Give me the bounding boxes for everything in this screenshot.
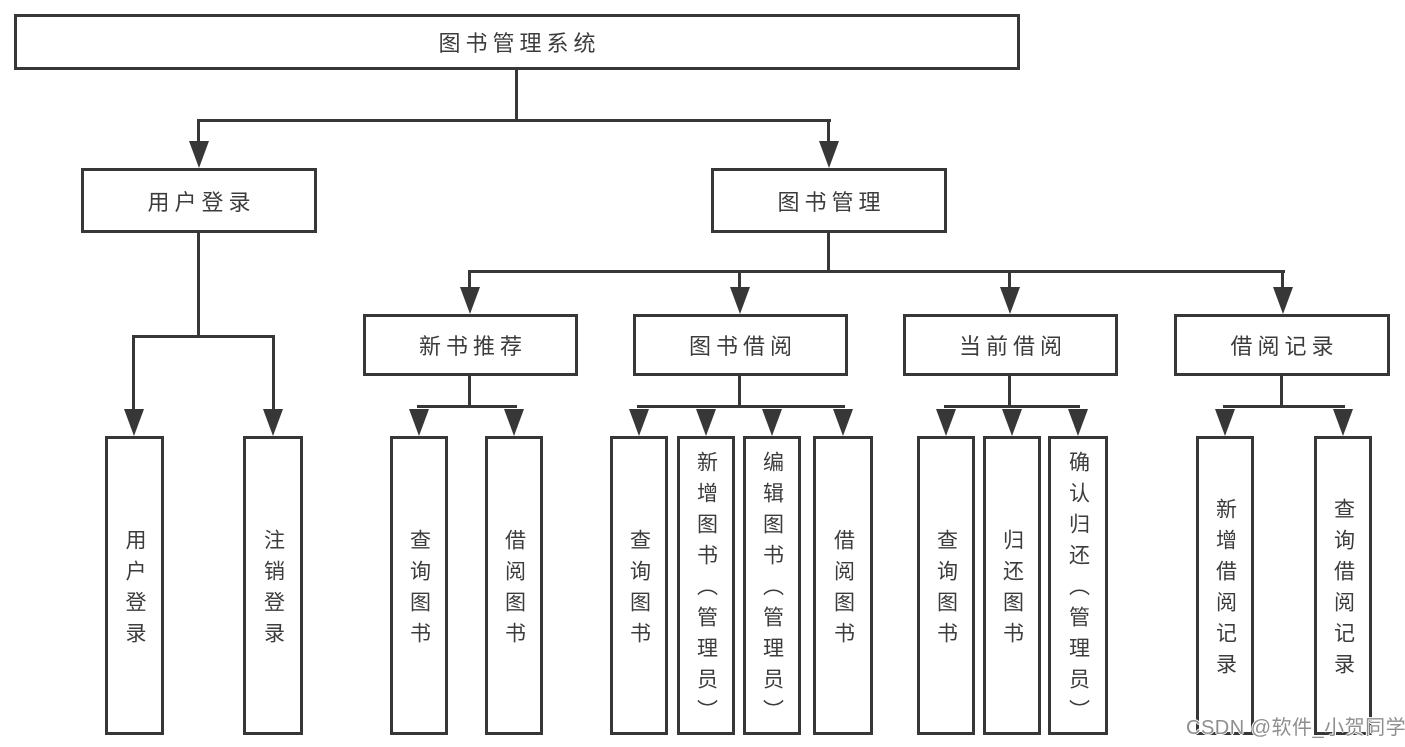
node-leaf-user-login-label: 用户登录 <box>123 528 146 653</box>
connector-line <box>468 376 471 408</box>
node-root-label: 图书管理系统 <box>438 31 601 56</box>
node-leaf-borrow-book-2-label: 借阅图书 <box>831 528 855 653</box>
connector-line <box>827 233 830 273</box>
node-leaf-edit-book-admin: 编辑图书（管理员） <box>743 436 801 735</box>
node-leaf-edit-book-admin-label: 编辑图书（管理员） <box>760 451 784 730</box>
node-leaf-logout: 注销登录 <box>243 436 303 735</box>
node-leaf-add-borrow-record: 新增借阅记录 <box>1196 436 1254 735</box>
connector-line <box>468 270 1285 273</box>
node-book-management-label: 图书管理 <box>777 189 886 215</box>
node-leaf-query-book-2: 查询图书 <box>610 436 668 735</box>
node-leaf-query-borrow-record: 查询借阅记录 <box>1314 436 1372 735</box>
node-leaf-add-book-admin-label: 新增图书（管理员） <box>694 451 718 730</box>
connector-line <box>197 233 200 338</box>
arrow-down-icon <box>263 409 283 436</box>
arrow-down-icon <box>696 409 716 436</box>
node-current-borrow-label: 当前借阅 <box>958 334 1067 359</box>
connector-line <box>132 335 275 338</box>
node-current-borrow: 当前借阅 <box>903 314 1118 376</box>
node-leaf-return-book-label: 归还图书 <box>1000 528 1024 653</box>
arrow-down-icon <box>189 141 209 168</box>
arrow-down-icon <box>762 409 782 436</box>
node-book-management: 图书管理 <box>711 168 947 233</box>
connector-line <box>1008 376 1011 408</box>
arrow-down-icon <box>936 409 956 436</box>
connector-line <box>944 405 1080 408</box>
arrow-down-icon <box>1333 409 1353 436</box>
node-borrow-records: 借阅记录 <box>1174 314 1390 376</box>
arrow-down-icon <box>1215 409 1235 436</box>
connector-line <box>827 119 830 145</box>
connector-line <box>272 335 275 411</box>
connector-line <box>197 119 200 145</box>
node-leaf-borrow-book-2: 借阅图书 <box>813 436 873 735</box>
node-leaf-logout-label: 注销登录 <box>261 528 285 653</box>
node-root: 图书管理系统 <box>14 14 1020 70</box>
connector-line <box>1280 376 1283 408</box>
arrow-down-icon <box>629 409 649 436</box>
node-leaf-add-borrow-record-label: 新增借阅记录 <box>1213 497 1237 684</box>
node-book-borrow: 图书借阅 <box>633 314 848 376</box>
arrow-down-icon <box>409 409 429 436</box>
node-leaf-query-book-1: 查询图书 <box>390 436 448 735</box>
arrow-down-icon <box>1002 409 1022 436</box>
node-leaf-borrow-book-1-label: 借阅图书 <box>502 528 526 653</box>
node-leaf-user-login: 用户登录 <box>105 436 164 735</box>
connector-line <box>1223 405 1345 408</box>
arrow-down-icon <box>1273 287 1293 314</box>
arrow-down-icon <box>460 287 480 314</box>
node-borrow-records-label: 借阅记录 <box>1230 334 1339 359</box>
arrow-down-icon <box>124 409 144 436</box>
node-new-book-recommend: 新书推荐 <box>363 314 578 376</box>
node-leaf-confirm-return-admin: 确认归还（管理员） <box>1048 436 1108 735</box>
node-leaf-query-borrow-record-label: 查询借阅记录 <box>1331 497 1355 684</box>
connector-line <box>417 405 517 408</box>
connector-line <box>1281 270 1284 290</box>
connector-line <box>1008 270 1011 290</box>
connector-line <box>637 405 845 408</box>
connector-line <box>738 376 741 408</box>
node-user-login-label: 用户登录 <box>147 189 256 215</box>
node-leaf-query-book-3: 查询图书 <box>917 436 975 735</box>
arrow-down-icon <box>1000 287 1020 314</box>
node-user-login: 用户登录 <box>81 168 317 233</box>
node-leaf-confirm-return-admin-label: 确认归还（管理员） <box>1066 451 1090 730</box>
node-new-book-recommend-label: 新书推荐 <box>418 334 527 359</box>
node-leaf-add-book-admin: 新增图书（管理员） <box>677 436 735 735</box>
node-leaf-return-book: 归还图书 <box>983 436 1041 735</box>
node-leaf-query-book-2-label: 查询图书 <box>627 528 651 653</box>
node-book-borrow-label: 图书借阅 <box>688 334 797 359</box>
node-leaf-borrow-book-1: 借阅图书 <box>485 436 543 735</box>
arrow-down-icon <box>819 141 839 168</box>
node-leaf-query-book-1-label: 查询图书 <box>407 528 431 653</box>
connector-line <box>738 270 741 290</box>
arrow-down-icon <box>504 409 524 436</box>
arrow-down-icon <box>833 409 853 436</box>
node-leaf-query-book-3-label: 查询图书 <box>934 528 958 653</box>
connector-line <box>468 270 471 290</box>
connector-line <box>515 70 518 121</box>
watermark-text: CSDN @软件_小贺同学 <box>1186 717 1405 739</box>
connector-line <box>132 335 135 411</box>
connector-line <box>197 119 831 122</box>
arrow-down-icon <box>730 287 750 314</box>
arrow-down-icon <box>1068 409 1088 436</box>
